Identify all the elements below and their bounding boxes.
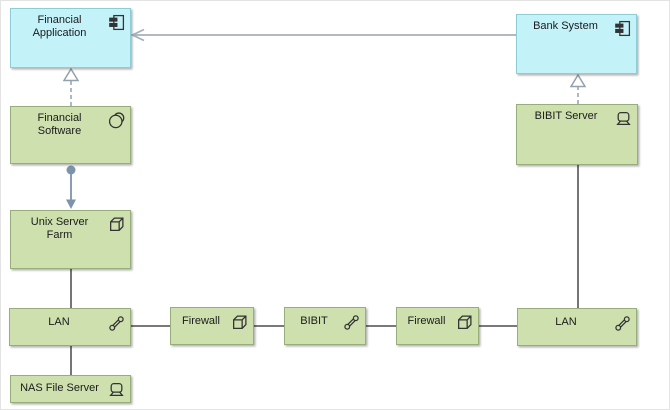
node-label: Bank System — [533, 20, 598, 32]
network-icon — [343, 314, 360, 331]
node-unix-server-farm[interactable]: Unix Server Farm — [10, 210, 131, 269]
node-label: LAN — [555, 316, 577, 328]
node-firewall-left[interactable]: Firewall — [170, 307, 254, 345]
node-label: Financial Software — [37, 112, 82, 137]
device-icon — [108, 381, 125, 398]
node-label: LAN — [48, 316, 70, 328]
node-firewall-right[interactable]: Firewall — [396, 307, 479, 345]
node-label: NAS File Server — [20, 382, 99, 394]
node-label: Firewall — [407, 315, 446, 327]
node-financial-software[interactable]: Financial Software — [10, 106, 131, 164]
relationship-assignment-finsw-to-unix[interactable] — [66, 165, 76, 210]
network-icon — [108, 315, 125, 332]
component-icon — [108, 14, 125, 31]
device-icon — [615, 110, 632, 127]
node-cube-icon — [231, 314, 248, 331]
relationship-realization-finsw-to-finapp[interactable] — [62, 67, 80, 106]
node-lan-right[interactable]: LAN — [517, 308, 637, 346]
node-label: BIBIT Server — [534, 110, 598, 122]
component-icon — [614, 20, 631, 37]
node-label: BIBIT — [300, 315, 328, 327]
node-label: Unix Server Farm — [30, 216, 89, 241]
node-bibit[interactable]: BIBIT — [284, 307, 366, 345]
node-financial-application[interactable]: Financial Application — [10, 8, 131, 68]
node-label: Financial Application — [32, 14, 87, 39]
node-cube-icon — [456, 314, 473, 331]
node-lan-left[interactable]: LAN — [9, 308, 131, 346]
relationship-serving-bank-to-financial[interactable] — [130, 28, 517, 42]
node-cube-icon — [108, 216, 125, 233]
system-software-icon — [108, 112, 125, 129]
node-label: Firewall — [182, 315, 220, 327]
relationship-realization-bibitsrv-to-bank[interactable] — [569, 73, 587, 104]
network-icon — [614, 315, 631, 332]
node-bank-system[interactable]: Bank System — [516, 14, 637, 74]
node-nas-file-server[interactable]: NAS File Server — [10, 375, 131, 403]
node-bibit-server[interactable]: BIBIT Server — [516, 104, 638, 165]
